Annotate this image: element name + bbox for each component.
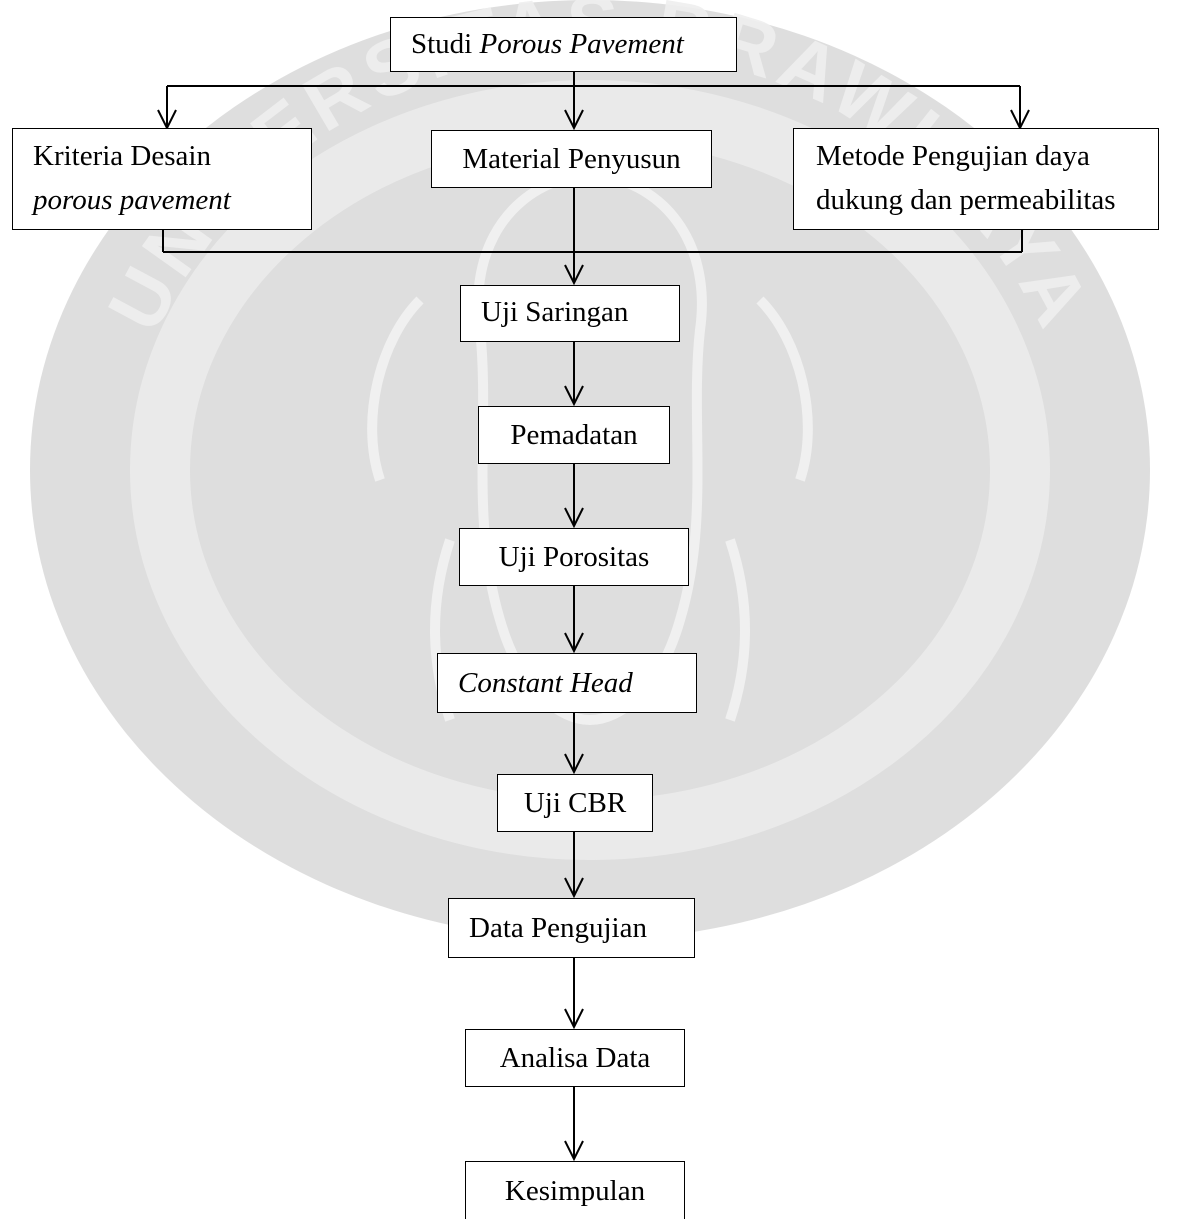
node-kriteria-desain: Kriteria Desain porous pavement: [12, 128, 312, 230]
node-material-label: Material Penyusun: [462, 143, 681, 175]
node-uji-porositas: Uji Porositas: [459, 528, 689, 586]
arrow-to-saringan: [564, 264, 584, 286]
arrow-to-data-pengujian: [564, 877, 584, 899]
node-constant-head-label: Constant Head: [458, 667, 633, 699]
node-analisa-label: Analisa Data: [499, 1042, 651, 1074]
node-studi-porous-pavement: Studi Porous Pavement: [390, 17, 737, 72]
node-metode-line1: Metode Pengujian daya: [816, 140, 1090, 172]
watermark-seal-disc: [30, 0, 1150, 940]
node-constant-head: Constant Head: [437, 653, 697, 713]
arrow-to-material: [564, 109, 584, 131]
node-pemadatan: Pemadatan: [478, 406, 670, 464]
arrow-to-cbr: [564, 753, 584, 775]
arrow-to-kesimpulan: [564, 1140, 584, 1162]
arrow-to-porositas: [564, 507, 584, 529]
node-uji-saringan: Uji Saringan: [460, 285, 680, 342]
node-studi-prefix: Studi: [411, 28, 480, 60]
node-data-pengujian-label: Data Pengujian: [469, 912, 647, 944]
node-kesimpulan-label: Kesimpulan: [504, 1175, 646, 1207]
node-kriteria-line2: porous pavement: [33, 184, 231, 216]
node-analisa-data: Analisa Data: [465, 1029, 685, 1087]
node-data-pengujian: Data Pengujian: [448, 898, 695, 958]
arrow-to-pemadatan: [564, 385, 584, 407]
node-cbr-label: Uji CBR: [523, 787, 627, 819]
node-kriteria-line1: Kriteria Desain: [33, 140, 211, 172]
node-uji-cbr: Uji CBR: [497, 774, 653, 832]
arrow-to-constant-head: [564, 632, 584, 654]
node-kesimpulan: Kesimpulan: [465, 1161, 685, 1219]
node-pemadatan-label: Pemadatan: [510, 419, 638, 451]
node-material-penyusun: Material Penyusun: [431, 130, 712, 188]
node-saringan-label: Uji Saringan: [481, 296, 629, 328]
arrow-to-analisa: [564, 1008, 584, 1030]
node-metode-line2: dukung dan permeabilitas: [816, 184, 1116, 216]
node-porositas-label: Uji Porositas: [498, 541, 650, 573]
node-studi-emph: Porous Pavement: [479, 28, 684, 60]
node-metode-pengujian: Metode Pengujian daya dukung dan permeab…: [793, 128, 1159, 230]
